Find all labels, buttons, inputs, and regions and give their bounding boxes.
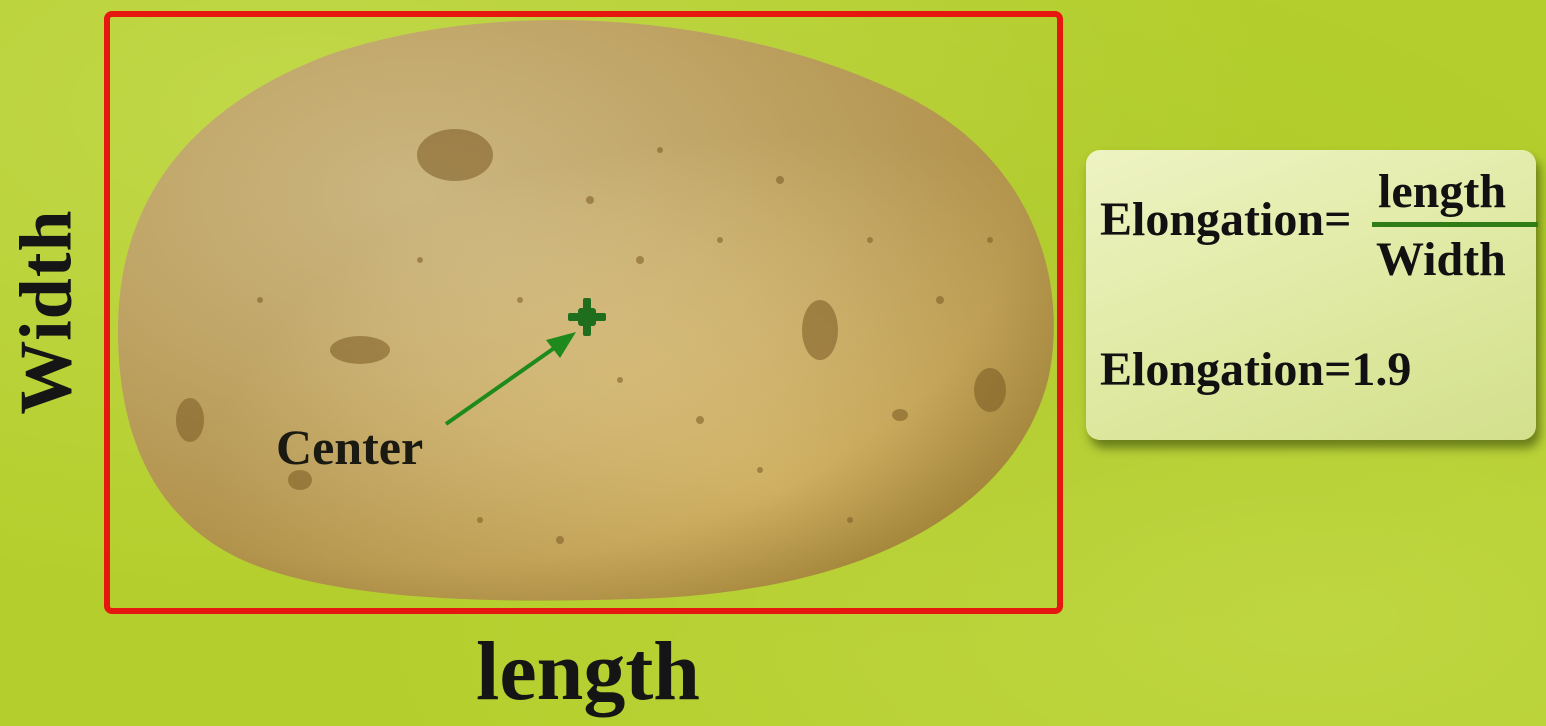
formula-panel: Elongation= length Width Elongation=1.9 [1086,150,1536,440]
formula-lhs: Elongation= [1100,196,1351,244]
fraction-bar [1372,222,1538,227]
formula-numerator: length [1378,168,1506,216]
length-label: length [476,630,700,714]
elongation-result: Elongation=1.9 [1100,346,1411,394]
center-label: Center [276,422,423,472]
bounding-box [104,11,1063,614]
formula-denominator: Width [1376,236,1506,284]
width-label: Width [5,209,90,414]
